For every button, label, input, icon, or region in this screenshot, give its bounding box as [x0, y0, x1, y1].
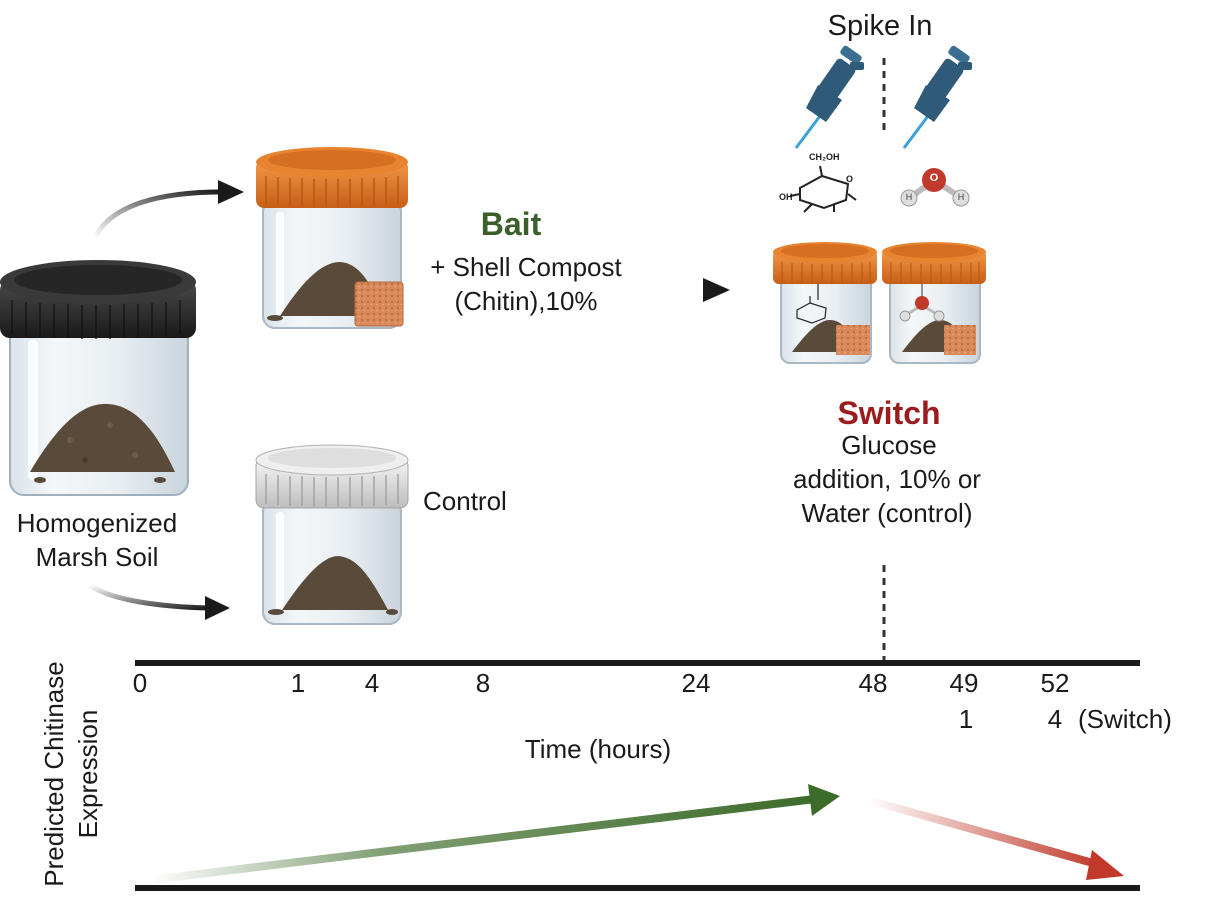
arrow-to-control	[88, 582, 230, 620]
water-switch-jar	[882, 242, 986, 364]
time-tick: 1	[290, 668, 306, 698]
soil-label-line-1: Homogenized	[16, 508, 178, 538]
switch-line-2: addition, 10% or	[793, 464, 981, 494]
time-tick: 48	[858, 668, 888, 698]
increase-arrow	[149, 784, 840, 884]
switch-hours-label: (Switch)	[1078, 704, 1172, 734]
time-tick: 8	[475, 668, 491, 698]
spike-in-label: Spike In	[827, 10, 933, 42]
bait-line-1: + Shell Compost	[430, 252, 622, 282]
glucose-oh-label: OH	[779, 192, 793, 202]
water-molecule-icon	[900, 168, 970, 207]
switch-hour-tick: 4	[1047, 704, 1063, 734]
pipette-glucose-icon	[794, 45, 864, 149]
switch-line-1: Glucose	[841, 430, 937, 460]
time-axis-label: Time (hours)	[524, 734, 672, 764]
time-tick: 4	[364, 668, 380, 698]
expression-axis-label: Predicted Chitinase Expression	[37, 661, 105, 886]
switch-title: Switch	[837, 395, 941, 431]
switch-line-3: Water (control)	[801, 498, 973, 528]
water-h-label-left: H	[905, 192, 913, 202]
pipette-water-icon	[902, 45, 972, 149]
bait-line-2: (Chitin),10%	[454, 286, 598, 316]
marsh-soil-jar	[0, 260, 196, 496]
soil-label-line-2: Marsh Soil	[35, 542, 159, 572]
bait-jar	[256, 147, 408, 329]
expression-label-line-2: Expression	[73, 709, 103, 839]
control-label: Control	[423, 486, 507, 516]
water-h-label-right: H	[957, 192, 965, 202]
time-tick: 49	[949, 668, 979, 698]
time-tick: 0	[132, 668, 148, 698]
expression-label-line-1: Predicted Chitinase	[39, 661, 69, 887]
glucose-ch2oh-label: CH₂OH	[809, 152, 840, 162]
time-tick: 24	[681, 668, 711, 698]
decrease-arrow	[866, 796, 1124, 880]
arrow-to-switch	[635, 278, 730, 302]
glucose-switch-jar	[773, 242, 877, 364]
water-o-label: O	[929, 172, 939, 184]
switch-hour-tick: 1	[958, 704, 974, 734]
glucose-o-label: O	[846, 174, 854, 184]
control-jar	[255, 444, 409, 625]
bait-title: Bait	[480, 206, 542, 242]
glucose-molecule-icon	[789, 165, 857, 213]
time-tick: 52	[1040, 668, 1070, 698]
arrow-to-bait	[92, 180, 244, 240]
